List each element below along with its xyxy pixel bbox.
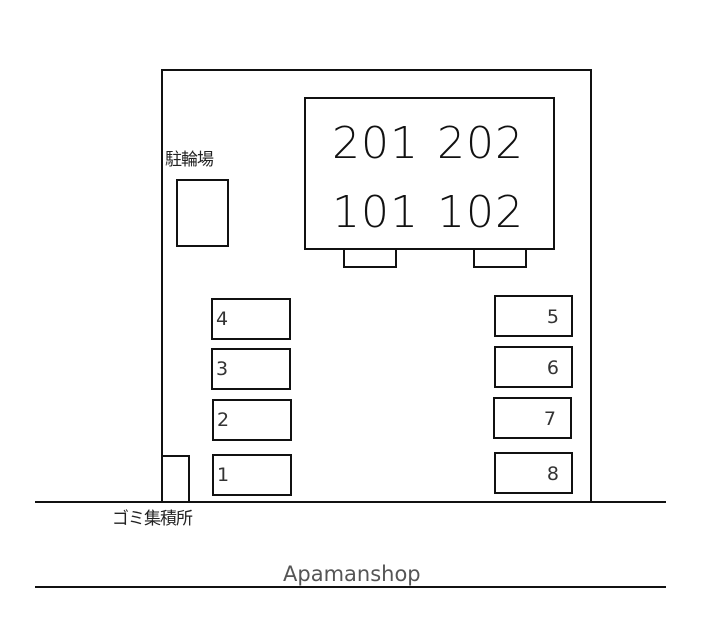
unit-202: 202	[437, 118, 524, 169]
bicycle-parking	[176, 179, 229, 247]
entrance-left	[343, 248, 397, 268]
unit-102: 102	[437, 187, 524, 238]
building	[304, 97, 555, 250]
slot-number: 6	[546, 357, 559, 379]
slot-number: 3	[216, 358, 229, 380]
slot-number: 7	[543, 408, 556, 430]
unit-201: 201	[332, 118, 419, 169]
bicycle-parking-label: 駐輪場	[165, 150, 214, 170]
parking-slot-8: 8	[494, 452, 573, 494]
road-line-lower	[35, 586, 666, 588]
slot-number: 2	[217, 409, 230, 431]
road-line-upper	[35, 501, 666, 503]
watermark: Apamanshop	[283, 562, 421, 586]
parking-slot-5: 5	[494, 295, 573, 337]
unit-101: 101	[332, 187, 419, 238]
slot-number: 1	[217, 464, 230, 486]
parking-slot-1: 1	[212, 454, 292, 496]
lot-boundary	[161, 69, 592, 502]
parking-slot-7: 7	[493, 397, 572, 439]
parking-slot-2: 2	[212, 399, 292, 441]
slot-number: 4	[216, 308, 229, 330]
parking-slot-3: 3	[211, 348, 291, 390]
parking-slot-6: 6	[494, 346, 573, 388]
entrance-right	[473, 248, 527, 268]
parking-slot-4: 4	[211, 298, 291, 340]
slot-number: 5	[546, 306, 559, 328]
slot-number: 8	[546, 463, 559, 485]
garbage-area	[161, 455, 190, 502]
garbage-area-label: ゴミ集積所	[112, 509, 193, 529]
